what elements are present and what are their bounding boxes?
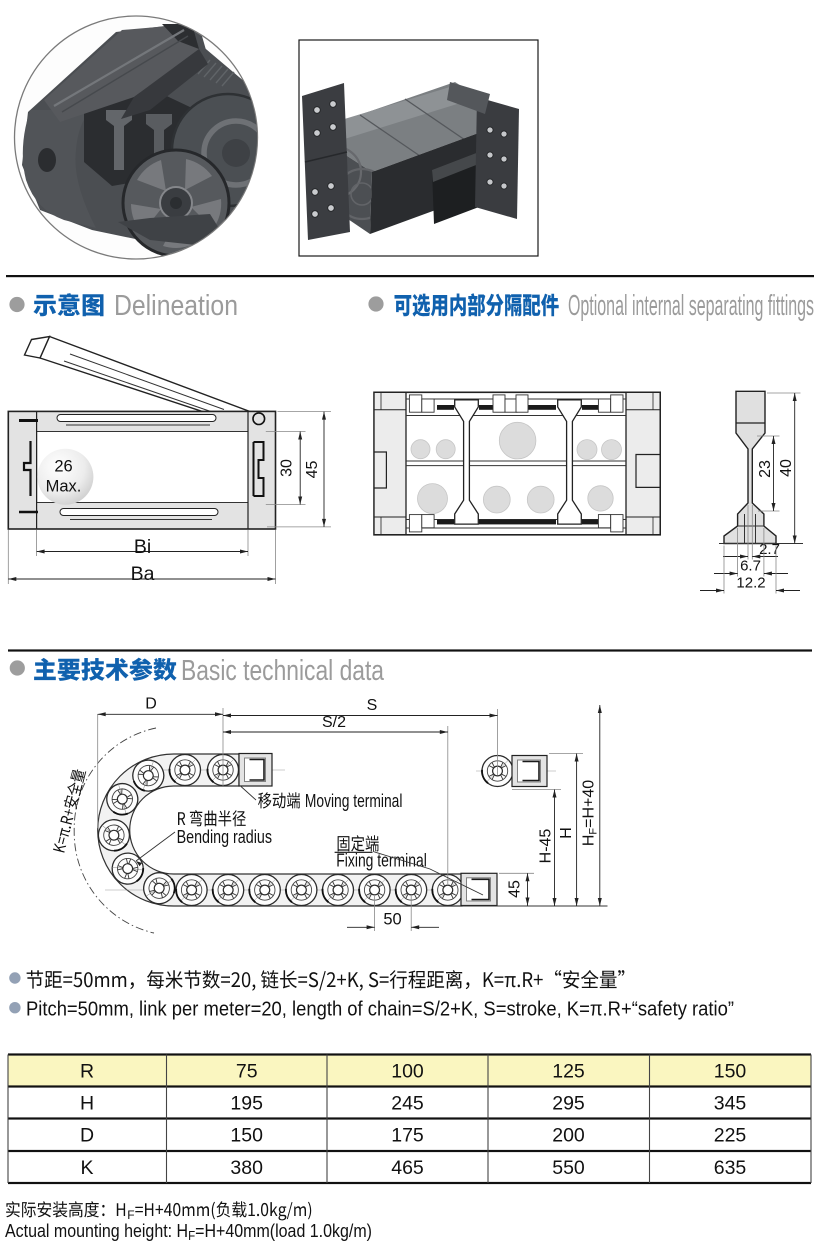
svg-text:345: 345 — [714, 1092, 747, 1114]
svg-text:Moving terminal: Moving terminal — [305, 791, 403, 811]
svg-text:Delineation: Delineation — [114, 290, 238, 322]
svg-text:195: 195 — [230, 1092, 263, 1114]
svg-text:75: 75 — [236, 1060, 258, 1082]
svg-text:R: R — [80, 1060, 94, 1082]
svg-text:Bi: Bi — [134, 536, 151, 558]
svg-text:200: 200 — [552, 1125, 585, 1147]
svg-text:100: 100 — [391, 1060, 424, 1082]
svg-text:Basic technical data: Basic technical data — [181, 655, 385, 687]
svg-text:Bending radius: Bending radius — [177, 827, 272, 847]
svg-text:225: 225 — [714, 1125, 747, 1147]
svg-text:Actual mounting height: HF=H+4: Actual mounting height: HF=H+40mm(load 1… — [5, 1221, 372, 1243]
svg-text:S: S — [367, 697, 378, 714]
svg-text:465: 465 — [391, 1157, 424, 1179]
svg-text:550: 550 — [552, 1157, 585, 1179]
svg-text:26: 26 — [54, 458, 72, 476]
svg-text:Pitch=50mm, link per meter=20,: Pitch=50mm, link per meter=20, length of… — [26, 999, 734, 1021]
svg-text:H: H — [80, 1092, 94, 1114]
svg-text:Max.: Max. — [46, 478, 82, 496]
svg-text:Fixing terminal: Fixing terminal — [336, 851, 427, 871]
svg-text:6.7: 6.7 — [740, 558, 761, 575]
svg-text:D: D — [145, 696, 157, 713]
svg-text:2.7: 2.7 — [759, 541, 780, 558]
svg-text:12.2: 12.2 — [736, 575, 765, 592]
svg-text:45: 45 — [304, 461, 321, 479]
svg-text:Ba: Ba — [131, 563, 155, 585]
svg-text:150: 150 — [230, 1125, 263, 1147]
svg-text:F: F — [127, 1208, 134, 1222]
svg-text:HF=H+40: HF=H+40 — [581, 780, 600, 846]
svg-text:150: 150 — [714, 1060, 747, 1082]
svg-text:H: H — [558, 827, 575, 839]
svg-text:380: 380 — [230, 1157, 263, 1179]
svg-text:S/2: S/2 — [322, 714, 346, 731]
svg-text:295: 295 — [552, 1092, 585, 1114]
svg-text:40: 40 — [778, 459, 795, 477]
svg-text:45: 45 — [507, 880, 524, 898]
svg-text:23: 23 — [757, 460, 774, 478]
svg-text:K: K — [80, 1157, 93, 1179]
svg-text:245: 245 — [391, 1092, 424, 1114]
svg-text:50: 50 — [383, 911, 401, 929]
svg-text:175: 175 — [391, 1125, 424, 1147]
svg-text:635: 635 — [714, 1157, 747, 1179]
svg-text:30: 30 — [279, 459, 296, 477]
svg-text:125: 125 — [552, 1060, 585, 1082]
svg-text:H-45: H-45 — [538, 829, 555, 864]
svg-text:Optional internal separating f: Optional internal separating fittings — [568, 290, 814, 322]
svg-text:D: D — [80, 1125, 94, 1147]
